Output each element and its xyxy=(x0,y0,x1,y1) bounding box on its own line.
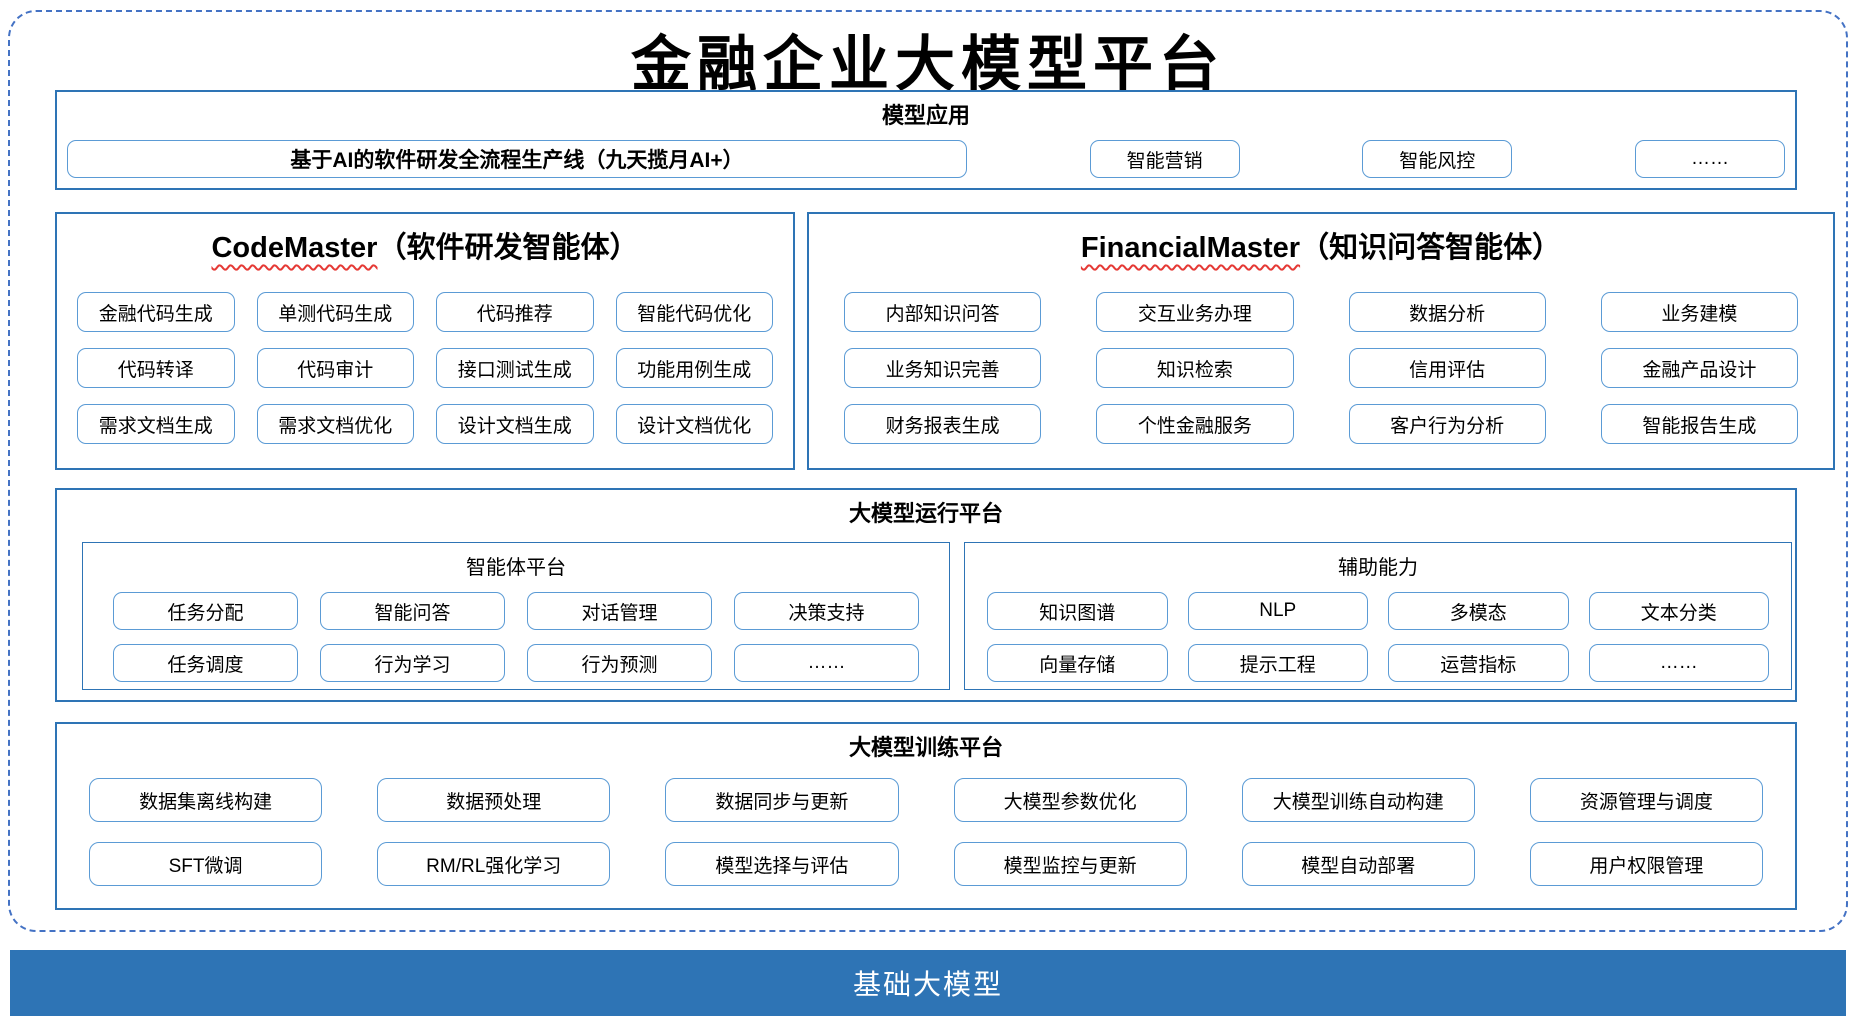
training-box: 模型监控与更新 xyxy=(953,842,1187,886)
panel-financialmaster-title-en: FinancialMaster xyxy=(1080,232,1301,264)
agent-platform-box: 任务分配 xyxy=(113,592,298,630)
codemaster-box: 接口测试生成 xyxy=(436,348,594,388)
panel-codemaster-title-en: CodeMaster xyxy=(211,232,378,264)
codemaster-box: 金融代码生成 xyxy=(77,292,235,332)
section-training-platform-header: 大模型训练平台 xyxy=(848,735,1003,760)
codemaster-grid: 金融代码生成 单测代码生成 代码推荐 智能代码优化 代码转译 代码审计 接口测试… xyxy=(57,266,793,444)
agent-platform-box: 决策支持 xyxy=(734,592,919,630)
financialmaster-box: 财务报表生成 xyxy=(844,404,1042,444)
section-runtime-platform-header: 大模型运行平台 xyxy=(848,501,1003,526)
app-box: 智能营销 xyxy=(1089,140,1240,178)
training-box: 数据预处理 xyxy=(377,778,611,822)
section-model-applications: 模型应用 基于AI的软件研发全流程生产线（九天揽月AI+） 智能营销 智能风控 … xyxy=(55,90,1797,190)
outer-dashed-frame xyxy=(8,10,1848,932)
codemaster-box: 代码推荐 xyxy=(436,292,594,332)
aux-capability-box: NLP xyxy=(1187,592,1368,630)
codemaster-box: 单测代码生成 xyxy=(256,292,414,332)
codemaster-box: 功能用例生成 xyxy=(615,348,773,388)
codemaster-box: 代码转译 xyxy=(77,348,235,388)
training-box: 数据同步与更新 xyxy=(665,778,899,822)
codemaster-box: 设计文档优化 xyxy=(615,404,773,444)
diagram-title: 金融企业大模型平台 xyxy=(631,30,1225,100)
codemaster-box: 智能代码优化 xyxy=(615,292,773,332)
financialmaster-box: 内部知识问答 xyxy=(844,292,1042,332)
aux-capability-box: 文本分类 xyxy=(1588,592,1769,630)
agent-platform-box: 行为预测 xyxy=(527,644,712,682)
financialmaster-box: 知识检索 xyxy=(1096,348,1294,388)
financialmaster-box: 业务建模 xyxy=(1600,292,1798,332)
agent-platform-box: 智能问答 xyxy=(320,592,505,630)
codemaster-box: 代码审计 xyxy=(256,348,414,388)
runtime-subpanels: 智能体平台 任务分配 智能问答 对话管理 决策支持 任务调度 行为学习 行为预测… xyxy=(57,542,1795,690)
training-box: 大模型训练自动构建 xyxy=(1241,778,1475,822)
agent-platform-box-ellipsis: …… xyxy=(734,644,919,682)
agent-platform-box: 任务调度 xyxy=(113,644,298,682)
app-box-ellipsis: …… xyxy=(1634,140,1785,178)
model-applications-row: 基于AI的软件研发全流程生产线（九天揽月AI+） 智能营销 智能风控 …… xyxy=(67,140,1785,178)
aux-capability-box: 向量存储 xyxy=(987,644,1168,682)
financialmaster-box: 数据分析 xyxy=(1348,292,1546,332)
financialmaster-box: 客户行为分析 xyxy=(1348,404,1546,444)
training-box: 数据集离线构建 xyxy=(89,778,323,822)
aux-capabilities-grid: 知识图谱 NLP 多模态 文本分类 向量存储 提示工程 运营指标 …… xyxy=(965,580,1791,682)
training-box: RM/RL强化学习 xyxy=(377,842,611,886)
aux-capability-box: 多模态 xyxy=(1388,592,1569,630)
financialmaster-grid: 内部知识问答 交互业务办理 数据分析 业务建模 业务知识完善 知识检索 信用评估… xyxy=(809,266,1833,444)
aux-capability-box: 知识图谱 xyxy=(987,592,1168,630)
codemaster-box: 需求文档优化 xyxy=(256,404,414,444)
pipeline-box: 基于AI的软件研发全流程生产线（九天揽月AI+） xyxy=(67,140,967,178)
agent-platform-box: 对话管理 xyxy=(527,592,712,630)
subpanel-aux-capabilities-title: 辅助能力 xyxy=(1338,557,1418,579)
foundation-model-bar: 基础大模型 xyxy=(10,950,1846,1016)
section-runtime-platform: 大模型运行平台 智能体平台 任务分配 智能问答 对话管理 决策支持 任务调度 行… xyxy=(55,488,1797,702)
codemaster-box: 设计文档生成 xyxy=(436,404,594,444)
codemaster-box: 需求文档生成 xyxy=(77,404,235,444)
subpanel-agent-platform: 智能体平台 任务分配 智能问答 对话管理 决策支持 任务调度 行为学习 行为预测… xyxy=(82,542,950,690)
panel-codemaster-title: CodeMaster（软件研发智能体） xyxy=(57,224,793,266)
financialmaster-box: 智能报告生成 xyxy=(1600,404,1798,444)
training-box: 模型选择与评估 xyxy=(665,842,899,886)
subpanel-aux-capabilities: 辅助能力 知识图谱 NLP 多模态 文本分类 向量存储 提示工程 运营指标 …… xyxy=(964,542,1792,690)
financialmaster-box: 信用评估 xyxy=(1348,348,1546,388)
aux-capability-box: 提示工程 xyxy=(1187,644,1368,682)
training-box: 资源管理与调度 xyxy=(1529,778,1763,822)
financialmaster-box: 交互业务办理 xyxy=(1096,292,1294,332)
section-training-platform: 大模型训练平台 数据集离线构建 数据预处理 数据同步与更新 大模型参数优化 大模… xyxy=(55,722,1797,910)
training-box: 用户权限管理 xyxy=(1529,842,1763,886)
aux-capability-box: 运营指标 xyxy=(1388,644,1569,682)
panel-codemaster: CodeMaster（软件研发智能体） 金融代码生成 单测代码生成 代码推荐 智… xyxy=(55,212,795,470)
agent-platform-grid: 任务分配 智能问答 对话管理 决策支持 任务调度 行为学习 行为预测 …… xyxy=(83,580,949,682)
section-model-applications-header: 模型应用 xyxy=(881,103,970,128)
panel-codemaster-title-zh: （软件研发智能体） xyxy=(377,232,639,264)
financialmaster-box: 业务知识完善 xyxy=(844,348,1042,388)
training-box: 大模型参数优化 xyxy=(953,778,1187,822)
training-box: 模型自动部署 xyxy=(1241,842,1475,886)
subpanel-agent-platform-title: 智能体平台 xyxy=(466,557,566,579)
training-platform-grid: 数据集离线构建 数据预处理 数据同步与更新 大模型参数优化 大模型训练自动构建 … xyxy=(57,762,1795,886)
app-box: 智能风控 xyxy=(1362,140,1513,178)
training-box: SFT微调 xyxy=(89,842,323,886)
financialmaster-box: 个性金融服务 xyxy=(1096,404,1294,444)
foundation-model-bar-label: 基础大模型 xyxy=(852,969,1003,1000)
aux-capability-box-ellipsis: …… xyxy=(1588,644,1769,682)
financialmaster-box: 金融产品设计 xyxy=(1600,348,1798,388)
panel-financialmaster-title: FinancialMaster（知识问答智能体） xyxy=(809,224,1833,266)
panel-financialmaster-title-zh: （知识问答智能体） xyxy=(1300,232,1562,264)
panel-financialmaster: FinancialMaster（知识问答智能体） 内部知识问答 交互业务办理 数… xyxy=(807,212,1835,470)
agent-platform-box: 行为学习 xyxy=(320,644,505,682)
